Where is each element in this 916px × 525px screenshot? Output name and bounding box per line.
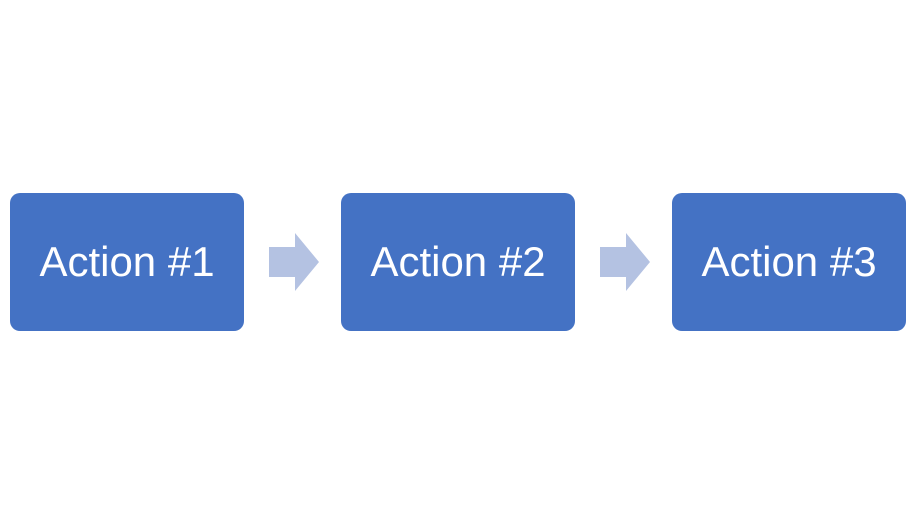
right-arrow-icon <box>600 233 650 291</box>
action-step-2-label: Action #2 <box>370 238 546 285</box>
action-step-2: Action #2 <box>341 193 575 331</box>
action-step-1: Action #1 <box>10 193 244 331</box>
action-step-1-label: Action #1 <box>39 238 215 285</box>
action-step-3-label: Action #3 <box>701 238 877 285</box>
right-arrow-icon <box>269 233 319 291</box>
action-step-3: Action #3 <box>672 193 906 331</box>
